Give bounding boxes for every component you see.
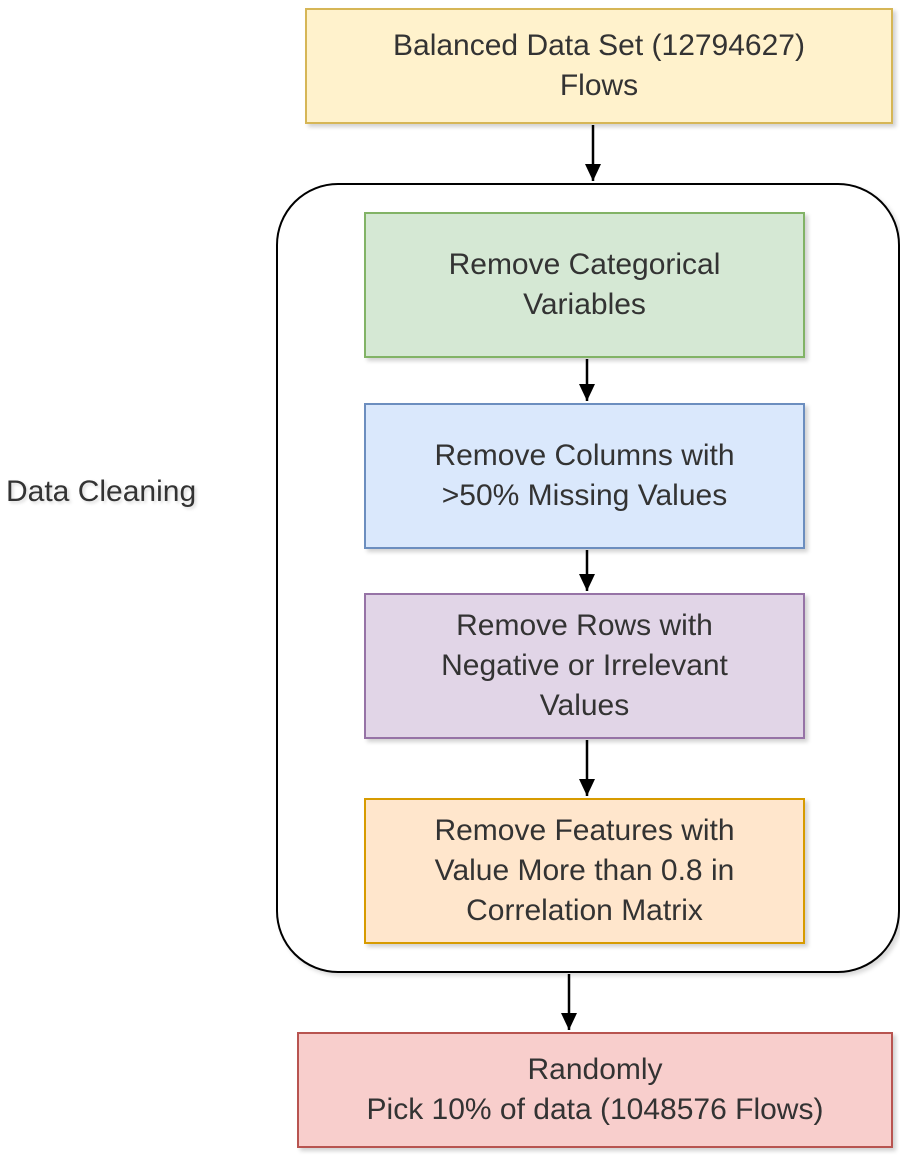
random-pick-box: Randomly Pick 10% of data (1048576 Flows… — [297, 1032, 893, 1148]
remove-columns-line-1: Remove Columns with — [434, 439, 735, 472]
remove-features-line-2: Value More than 0.8 in — [434, 854, 735, 887]
remove-rows-line-3: Values — [539, 689, 630, 722]
data-cleaning-label: Data Cleaning — [6, 475, 197, 508]
balanced-dataset-box: Balanced Data Set (12794627) Flows — [305, 8, 893, 124]
remove-rows-box: Remove Rows with Negative or Irrelevant … — [364, 593, 805, 739]
remove-categorical-line-2: Variables — [523, 288, 646, 321]
random-pick-line-2: Pick 10% of data (1048576 Flows) — [366, 1093, 824, 1126]
arrow-top-to-group-head — [585, 164, 601, 181]
remove-rows-line-1: Remove Rows with — [456, 609, 713, 642]
remove-rows-line-2: Negative or Irrelevant — [441, 649, 728, 682]
remove-categorical-box: Remove Categorical Variables — [364, 212, 805, 358]
remove-features-line-3: Correlation Matrix — [466, 894, 703, 927]
remove-features-box: Remove Features with Value More than 0.8… — [364, 798, 805, 944]
remove-columns-line-2: >50% Missing Values — [441, 479, 728, 512]
balanced-dataset-line-1: Balanced Data Set (12794627) — [393, 29, 805, 62]
balanced-dataset-line-2: Flows — [559, 69, 639, 102]
remove-categorical-line-1: Remove Categorical — [448, 248, 721, 281]
remove-features-line-1: Remove Features with — [434, 814, 735, 847]
remove-columns-box: Remove Columns with >50% Missing Values — [364, 403, 805, 549]
arrow-group-to-bottom-head — [561, 1013, 577, 1030]
random-pick-line-1: Randomly — [527, 1053, 663, 1086]
